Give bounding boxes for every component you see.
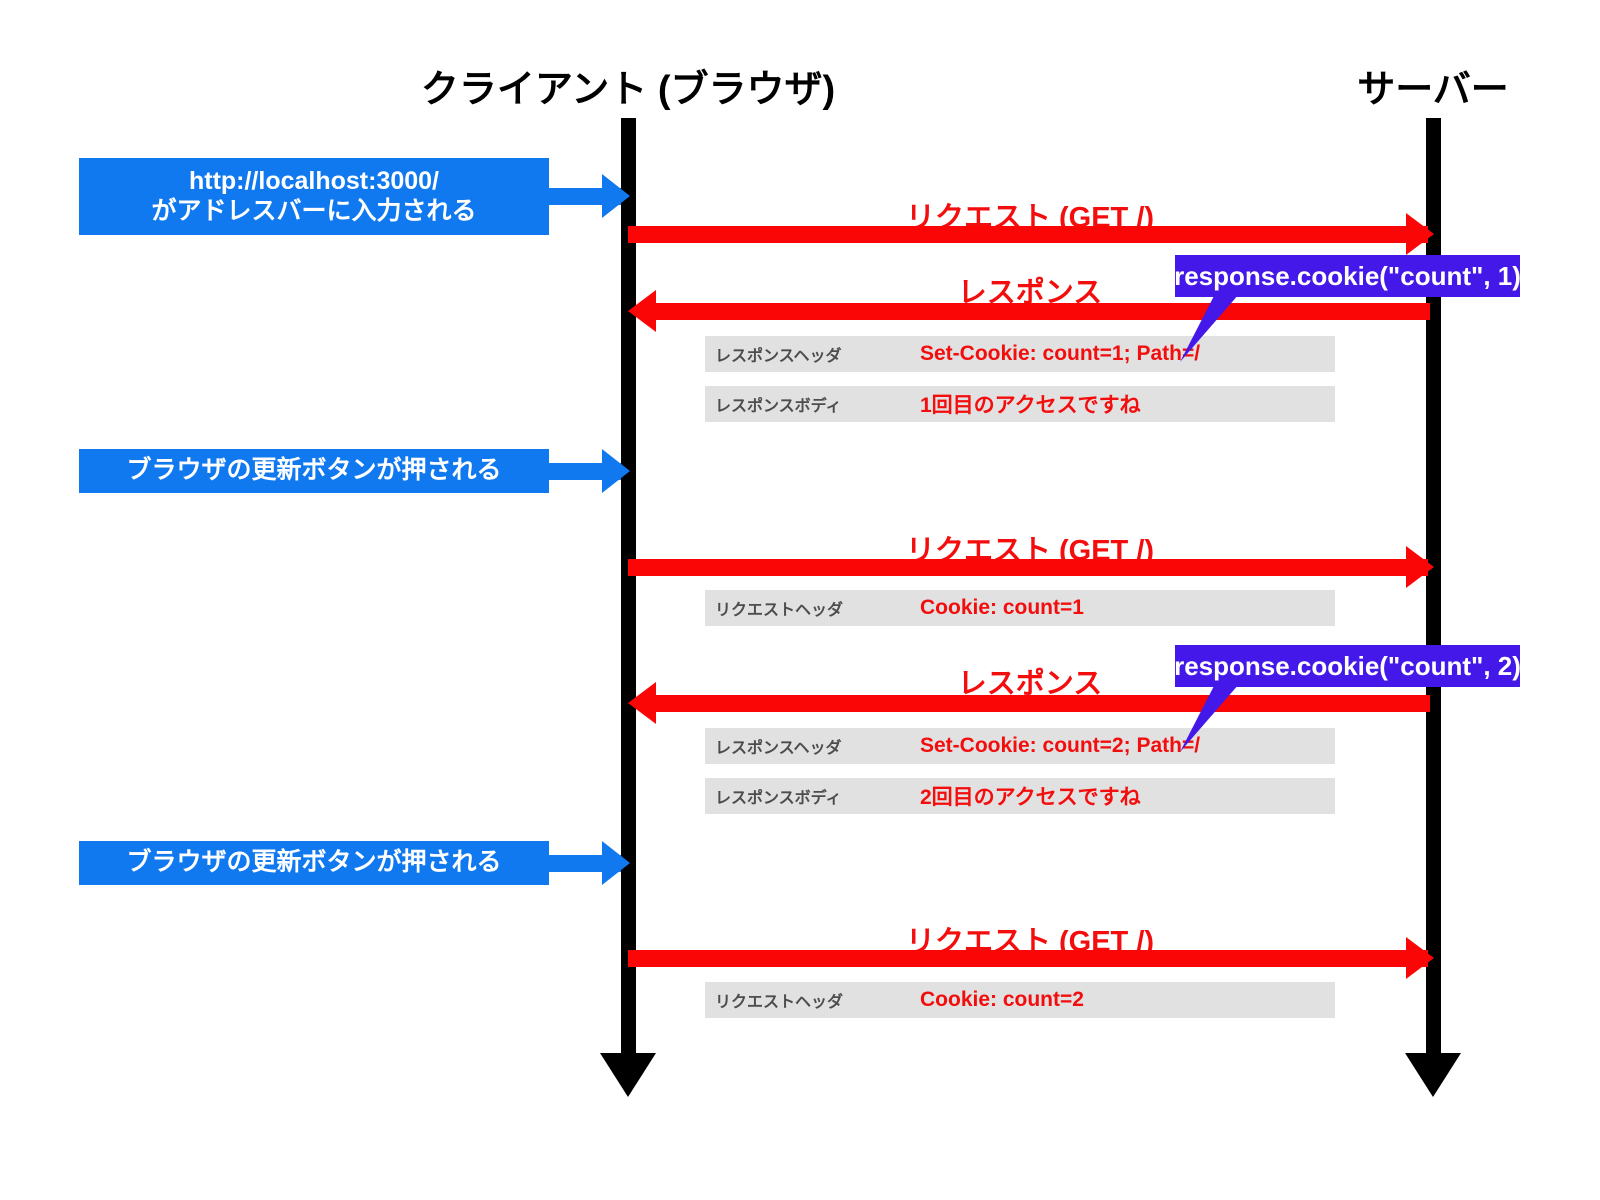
callout-response-cookie-1: response.cookie("count", 1)	[1174, 255, 1521, 297]
row-value-response-header-2: Set-Cookie: count=2; Path=/	[920, 734, 1201, 757]
message-arrowhead-right-icon-3	[1406, 546, 1434, 588]
actor-label-server: サーバー	[1357, 69, 1509, 111]
table-row: リクエストヘッダ Cookie: count=2	[705, 982, 1335, 1018]
table-row: レスポンスボディ 2回目のアクセスですね	[705, 778, 1335, 814]
note-reload-1-line1: ブラウザの更新ボタンが押される	[126, 456, 502, 485]
row-value-request-header-2: Cookie: count=2	[920, 988, 1084, 1011]
callout-tail-icon-2	[1180, 684, 1239, 752]
note-url-line1: http://localhost:3000/	[188, 167, 440, 195]
table-row: レスポンスヘッダ Set-Cookie: count=2; Path=/	[705, 728, 1335, 764]
actor-label-client: クライアント (ブラウザ)	[420, 69, 836, 111]
row-key-response-header-1: レスポンスヘッダ	[715, 348, 842, 365]
row-value-response-body-1: 1回目のアクセスですね	[920, 394, 1141, 417]
note-connector-arrowhead-icon-1	[602, 174, 630, 218]
row-key-request-header-1: リクエストヘッダ	[715, 602, 844, 619]
lifeline-arrow-down-icon-client	[600, 1053, 656, 1097]
message-arrowhead-left-icon-2	[628, 290, 656, 332]
message-arrow-shaft-4	[640, 695, 1430, 712]
note-connector-arrowhead-icon-2	[602, 449, 630, 493]
note-reload-2-line1: ブラウザの更新ボタンが押される	[126, 848, 502, 877]
message-label-response-2: レスポンス	[957, 668, 1103, 700]
note-url-entered: http://localhost:3000/ がアドレスバーに入力される	[79, 158, 549, 235]
callout-response-cookie-2: response.cookie("count", 2)	[1174, 645, 1521, 687]
message-arrowhead-right-icon-5	[1406, 937, 1434, 979]
note-browser-reload-1: ブラウザの更新ボタンが押される	[79, 449, 549, 493]
row-key-response-header-2: レスポンスヘッダ	[715, 740, 842, 757]
callout-tail-icon-1	[1180, 294, 1239, 362]
row-key-request-header-2: リクエストヘッダ	[715, 994, 844, 1011]
table-row: リクエストヘッダ Cookie: count=1	[705, 590, 1335, 626]
row-value-response-body-2: 2回目のアクセスですね	[920, 786, 1141, 809]
lifeline-server	[1426, 118, 1441, 1058]
note-url-line2: がアドレスバーに入力される	[151, 196, 477, 225]
lifeline-client	[621, 118, 636, 1058]
note-connector-arrowhead-icon-3	[602, 841, 630, 885]
row-value-response-header-1: Set-Cookie: count=1; Path=/	[920, 342, 1201, 365]
row-value-request-header-1: Cookie: count=1	[920, 596, 1084, 619]
table-row: レスポンスヘッダ Set-Cookie: count=1; Path=/	[705, 336, 1335, 372]
message-arrowhead-left-icon-4	[628, 682, 656, 724]
table-row: レスポンスボディ 1回目のアクセスですね	[705, 386, 1335, 422]
message-arrow-shaft-2	[640, 303, 1430, 320]
message-arrow-shaft-5	[628, 950, 1428, 967]
message-arrow-shaft-1	[628, 226, 1428, 243]
row-key-response-body-1: レスポンスボディ	[715, 398, 842, 415]
note-browser-reload-2: ブラウザの更新ボタンが押される	[79, 841, 549, 885]
lifeline-arrow-down-icon-server	[1405, 1053, 1461, 1097]
message-arrowhead-right-icon-1	[1406, 213, 1434, 255]
message-arrow-shaft-3	[628, 559, 1428, 576]
row-key-response-body-2: レスポンスボディ	[715, 790, 842, 807]
